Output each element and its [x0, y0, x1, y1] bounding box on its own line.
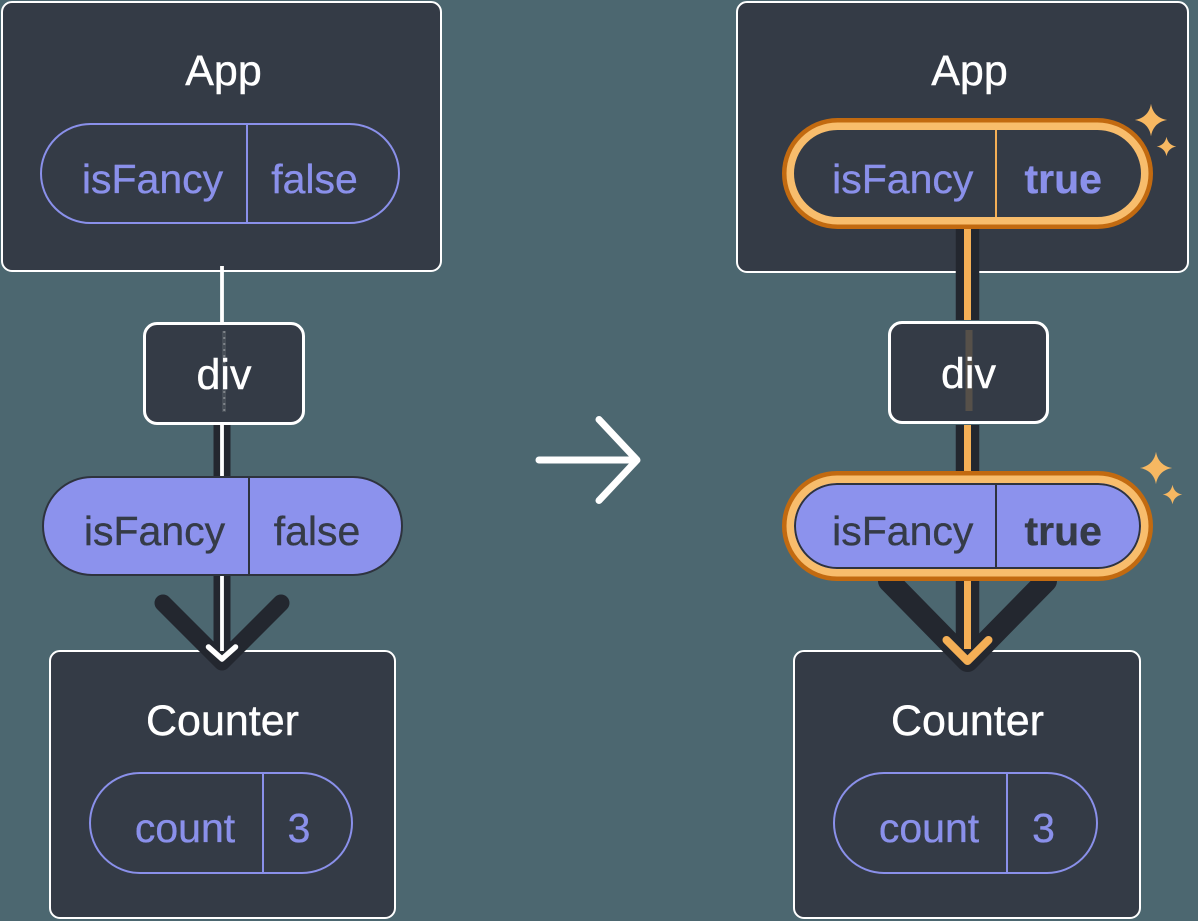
- faded-arrow-trace: [965, 330, 972, 411]
- app-card-title: App: [185, 46, 262, 95]
- app-card-title: App: [931, 46, 1008, 95]
- render-arrow-after: [878, 225, 1057, 672]
- state-pill-counter-before: count 3: [89, 772, 353, 874]
- div-node-label: div: [196, 350, 252, 399]
- prop-pill-passed-after: isFancy true: [787, 476, 1148, 576]
- prop-name: isFancy: [44, 478, 250, 574]
- sparkle-small-icon: [1162, 484, 1182, 505]
- prop-value: false: [271, 155, 358, 202]
- prop-value: false: [273, 508, 361, 554]
- prop-name: isFancy: [794, 130, 997, 217]
- prop-pill-passed-before: isFancy false: [42, 476, 403, 576]
- sparkle-big-icon: [1139, 451, 1173, 485]
- prop-value: true: [1024, 508, 1102, 554]
- faded-arrow-trace: [222, 331, 226, 412]
- state-pill-counter-after: count 3: [833, 772, 1098, 874]
- state-value: 3: [287, 805, 311, 851]
- prop-name: isFancy: [42, 125, 248, 222]
- prop-value: true: [1024, 155, 1102, 202]
- counter-card-title: Counter: [891, 697, 1044, 745]
- prop-pill-app-after: isFancy true: [787, 123, 1148, 224]
- div-node-label: div: [941, 349, 996, 398]
- state-value: 3: [1032, 805, 1055, 851]
- prop-pill-app-before: isFancy false: [40, 123, 400, 224]
- state-name: count: [91, 774, 264, 872]
- transition-right-arrow-icon: [535, 416, 641, 504]
- state-name: count: [835, 774, 1008, 872]
- div-element-node-after: div: [888, 321, 1049, 424]
- div-element-node-before: div: [143, 322, 305, 425]
- sparkle-big-icon: [1134, 103, 1168, 137]
- sparkle-small-icon: [1156, 136, 1177, 157]
- prop-name: isFancy: [794, 483, 997, 569]
- counter-card-title: Counter: [146, 697, 299, 745]
